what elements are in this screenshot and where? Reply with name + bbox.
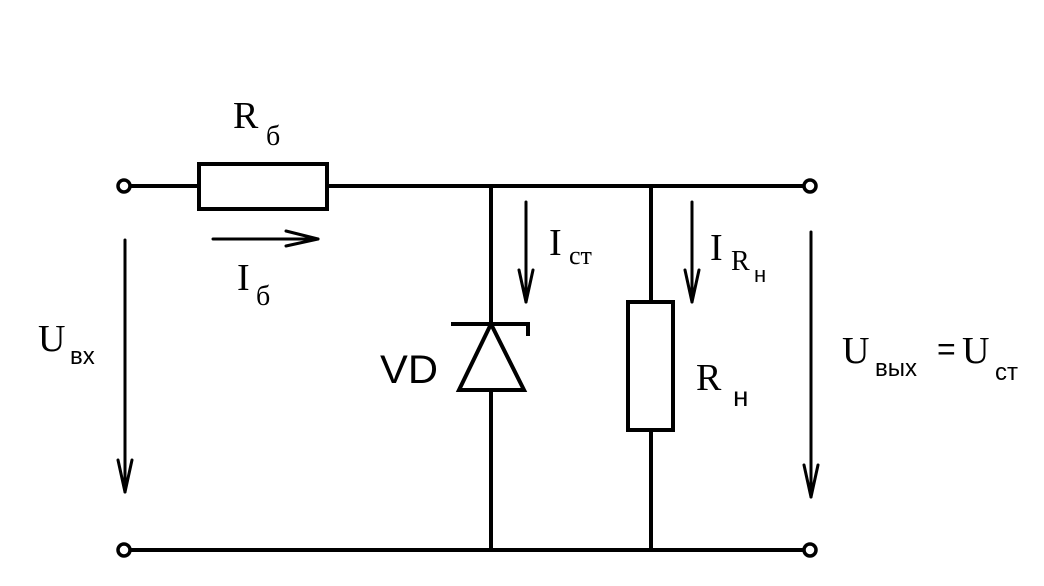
arrow-i-load [683, 200, 701, 304]
label-i-ballast: I б [237, 257, 270, 312]
zener-triangle [455, 319, 528, 392]
label-i-ballast-sub: б [256, 281, 270, 312]
label-u-in-main: U [38, 318, 65, 360]
arrow-i-zener [517, 200, 535, 304]
arrow-i-ballast [211, 229, 320, 248]
label-i-load-sub: R [731, 246, 750, 277]
load-resistor [626, 300, 675, 432]
label-u-in: U вх [38, 318, 95, 370]
zener-diode [451, 319, 530, 392]
input-terminal-top [116, 178, 132, 194]
label-i-zener-main: I [549, 222, 562, 264]
label-i-load-subsub: н [754, 262, 766, 287]
label-r-ballast-main: R [233, 95, 259, 137]
label-u-out: U вых = U ст [842, 330, 1018, 386]
arrows [116, 200, 820, 499]
label-i-zener-sub: ст [569, 241, 592, 270]
terminals [116, 178, 818, 558]
label-r-load: R н [696, 357, 748, 412]
wires [129, 184, 805, 552]
label-u-in-sub: вх [70, 343, 95, 370]
output-terminal-bottom [802, 542, 818, 558]
label-u-out-sub2: ст [995, 359, 1018, 386]
output-terminal-top [802, 178, 818, 194]
label-u-out-equals: = [937, 331, 956, 367]
label-u-out-main: U [842, 330, 869, 372]
arrow-u-in [116, 238, 134, 494]
label-r-load-main: R [696, 357, 722, 399]
ballast-resistor [197, 162, 329, 211]
label-r-load-sub: н [733, 381, 748, 412]
label-i-load-main: I [710, 227, 723, 269]
label-i-ballast-main: I [237, 257, 250, 299]
input-terminal-bottom [116, 542, 132, 558]
arrow-u-out [802, 230, 820, 499]
label-u-out-main2: U [962, 330, 989, 372]
label-r-ballast: R б [233, 95, 280, 152]
label-i-zener: I ст [549, 222, 592, 270]
label-u-out-sub: вых [875, 355, 917, 382]
label-vd: VD [380, 348, 438, 392]
label-r-ballast-sub: б [266, 121, 280, 152]
label-i-load: I R н [710, 227, 766, 287]
